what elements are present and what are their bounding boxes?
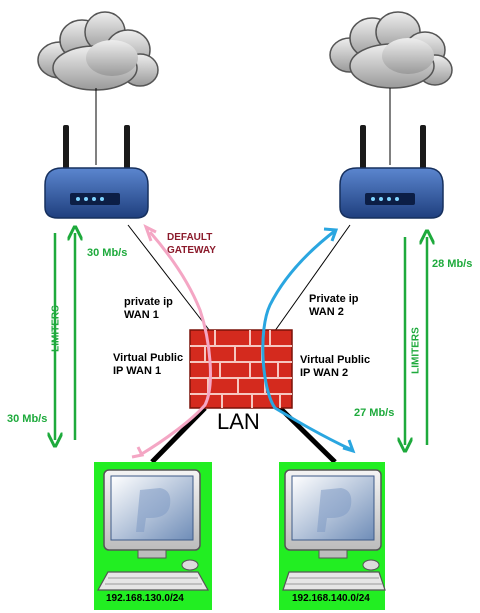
default-gateway-line2: GATEWAY — [167, 245, 216, 256]
virtual-public-wan2-line2: IP WAN 2 — [300, 367, 349, 379]
computer-icon-right — [279, 462, 386, 610]
wan2-link — [271, 224, 351, 336]
cloud-icon-left — [37, 11, 159, 91]
subnet-right-label: 192.168.140.0/24 — [292, 593, 370, 604]
private-ip-wan1-label: private ip WAN 1 — [124, 296, 173, 322]
router-icon-left — [44, 125, 149, 219]
default-gateway-line1: DEFAULT — [167, 232, 213, 243]
private-ip-wan2-label: Private ip WAN 2 — [309, 293, 359, 319]
private-ip-wan1-line2: WAN 1 — [124, 309, 159, 321]
limiter-right-top-speed: 28 Mb/s — [432, 258, 473, 270]
pink-traffic-path — [139, 231, 212, 457]
wan1-link — [127, 224, 214, 336]
limiters-right-label: LIMITERS — [410, 327, 422, 374]
limiter-left-bottom-speed: 30 Mb/s — [7, 413, 48, 425]
blue-arrowhead-top — [323, 227, 339, 242]
cloud-icon-right — [329, 11, 453, 89]
blue-arrowhead-bottom — [342, 439, 356, 454]
virtual-public-wan2-line1: Virtual Public — [300, 354, 371, 366]
pink-arrowhead-top — [143, 223, 157, 242]
virtual-public-wan1-label: Virtual Public IP WAN 1 — [113, 352, 183, 378]
private-ip-wan2-line2: WAN 2 — [309, 306, 344, 318]
router-icon-right — [339, 125, 444, 219]
lan-label: LAN — [217, 409, 260, 434]
virtual-public-wan2-label: Virtual Public IP WAN 2 — [300, 354, 370, 380]
default-gateway-label: DEFAULT GATEWAY — [167, 231, 216, 257]
limiters-left-label: LIMITERS — [50, 305, 62, 352]
virtual-public-wan1-line2: IP WAN 1 — [113, 365, 162, 377]
firewall-icon — [189, 329, 293, 409]
limiter-left-top-speed: 30 Mb/s — [87, 247, 128, 259]
virtual-public-wan1-line1: Virtual Public — [113, 352, 184, 364]
private-ip-wan2-line1: Private ip — [309, 293, 359, 305]
limiter-right-bottom-speed: 27 Mb/s — [354, 407, 395, 419]
lan-link-left — [150, 406, 207, 464]
private-ip-wan1-line1: private ip — [124, 296, 173, 308]
subnet-left-label: 192.168.130.0/24 — [106, 593, 184, 604]
blue-traffic-path — [261, 228, 353, 452]
pink-arrowhead-bottom — [131, 446, 145, 459]
computer-icon-left — [94, 462, 212, 610]
